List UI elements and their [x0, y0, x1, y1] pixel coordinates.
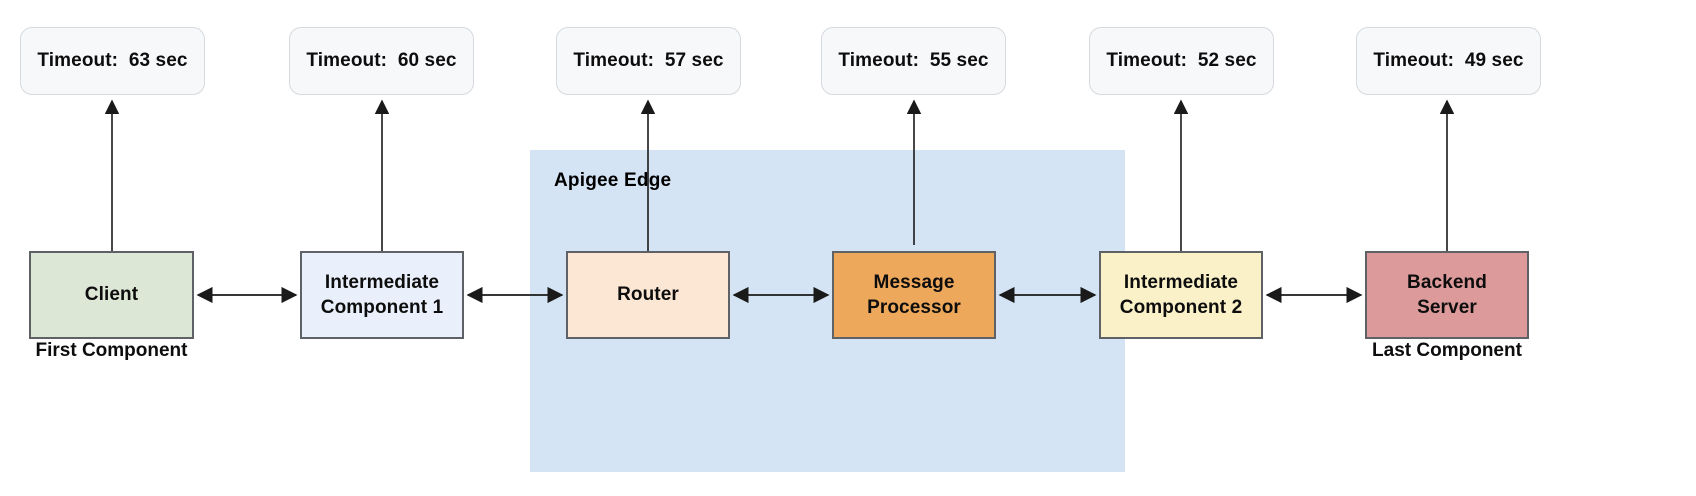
timeout-box-intermediate-2: Timeout: 52 sec	[1089, 27, 1274, 95]
timeout-label-intermediate-2: Timeout: 52 sec	[1106, 50, 1257, 71]
timeout-label-router: Timeout: 57 sec	[573, 50, 724, 71]
node-label-intermediate-component-2: Intermediate Component 2	[1119, 271, 1243, 318]
timeout-box-backend: Timeout: 49 sec	[1356, 27, 1541, 95]
node-intermediate-component-2: Intermediate Component 2	[1099, 251, 1263, 339]
timeout-label-message-processor: Timeout: 55 sec	[838, 50, 989, 71]
node-backend-server: Backend Server	[1365, 251, 1529, 339]
caption-first-component: First Component	[35, 340, 188, 361]
timeout-label-client: Timeout: 63 sec	[37, 50, 188, 71]
timeout-label-backend: Timeout: 49 sec	[1373, 50, 1524, 71]
node-message-processor: Message Processor	[832, 251, 996, 339]
node-intermediate-component-1: Intermediate Component 1	[300, 251, 464, 339]
node-label-client: Client	[84, 284, 139, 306]
apigee-edge-region-label: Apigee Edge	[554, 170, 672, 191]
timeout-box-client: Timeout: 63 sec	[20, 27, 205, 95]
timeout-label-intermediate-1: Timeout: 60 sec	[306, 50, 457, 71]
node-label-message-processor: Message Processor	[867, 271, 961, 318]
node-client: Client	[29, 251, 194, 339]
timeout-box-intermediate-1: Timeout: 60 sec	[289, 27, 474, 95]
caption-last-component: Last Component	[1372, 340, 1522, 361]
node-label-backend-server: Backend Server	[1407, 271, 1487, 318]
node-label-intermediate-component-1: Intermediate Component 1	[320, 271, 444, 318]
timeout-box-router: Timeout: 57 sec	[556, 27, 741, 95]
node-label-router: Router	[617, 284, 679, 306]
timeout-box-message-processor: Timeout: 55 sec	[821, 27, 1006, 95]
node-router: Router	[566, 251, 730, 339]
